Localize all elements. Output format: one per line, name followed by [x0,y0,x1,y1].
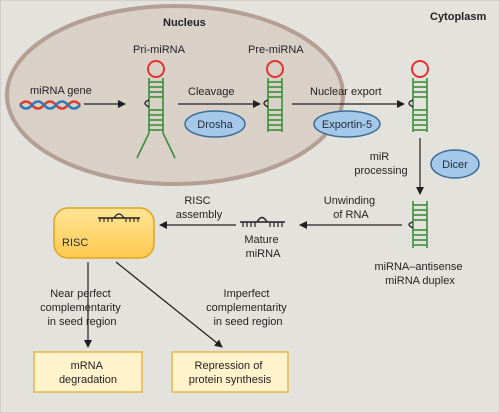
mature-mirna-label: Mature miRNA [244,234,281,260]
near-perfect-label: Near perfect complementarity in seed reg… [40,288,124,328]
svg-text:Drosha: Drosha [197,119,233,131]
svg-text:mRNA degradation: mRNA degradation [59,360,117,386]
dna-helix-icon [19,100,81,110]
drosha-enzyme: Drosha [184,110,246,138]
mir-processing-label: miR processing [354,151,407,177]
mirna-gene-label: miRNA gene [30,85,92,97]
risc-complex: RISC [53,207,155,259]
mrna-degradation-box: mRNA degradation [33,351,143,393]
svg-text:Repression of protein sy: Repression of protein synthesis [189,360,272,386]
pre-mirna-hairpin [263,60,284,132]
mirna-duplex [408,201,428,248]
risc-assembly-label: RISC assembly [176,195,223,221]
cleavage-label: Cleavage [188,86,234,98]
imperfect-label: Imperfect complementarity in seed region [206,288,290,328]
unwinding-label: Unwinding of RNA [324,195,378,221]
svg-text:Dicer: Dicer [442,159,468,171]
cytoplasmic-pre-mirna-hairpin [408,60,429,132]
repression-box: Repression of protein synthesis [171,351,289,393]
svg-text:RISC: RISC [62,237,88,249]
duplex-label: miRNA–antisense miRNA duplex [374,261,465,287]
exportin-5-protein: Exportin-5 [313,110,381,138]
cytoplasm-label: Cytoplasm [430,11,486,23]
pri-mirna-label: Pri-miRNA [133,44,186,56]
pri-mirna-hairpin [136,60,176,159]
nuclear-export-label: Nuclear export [310,86,382,98]
svg-text:Exportin-5: Exportin-5 [322,119,372,131]
mature-mirna-strand [240,216,285,227]
dicer-enzyme: Dicer [430,149,480,179]
pre-mirna-label: Pre-miRNA [248,44,304,56]
arrow-to-repression [115,261,223,348]
nucleus-label: Nucleus [163,17,206,29]
nucleus [5,4,345,186]
